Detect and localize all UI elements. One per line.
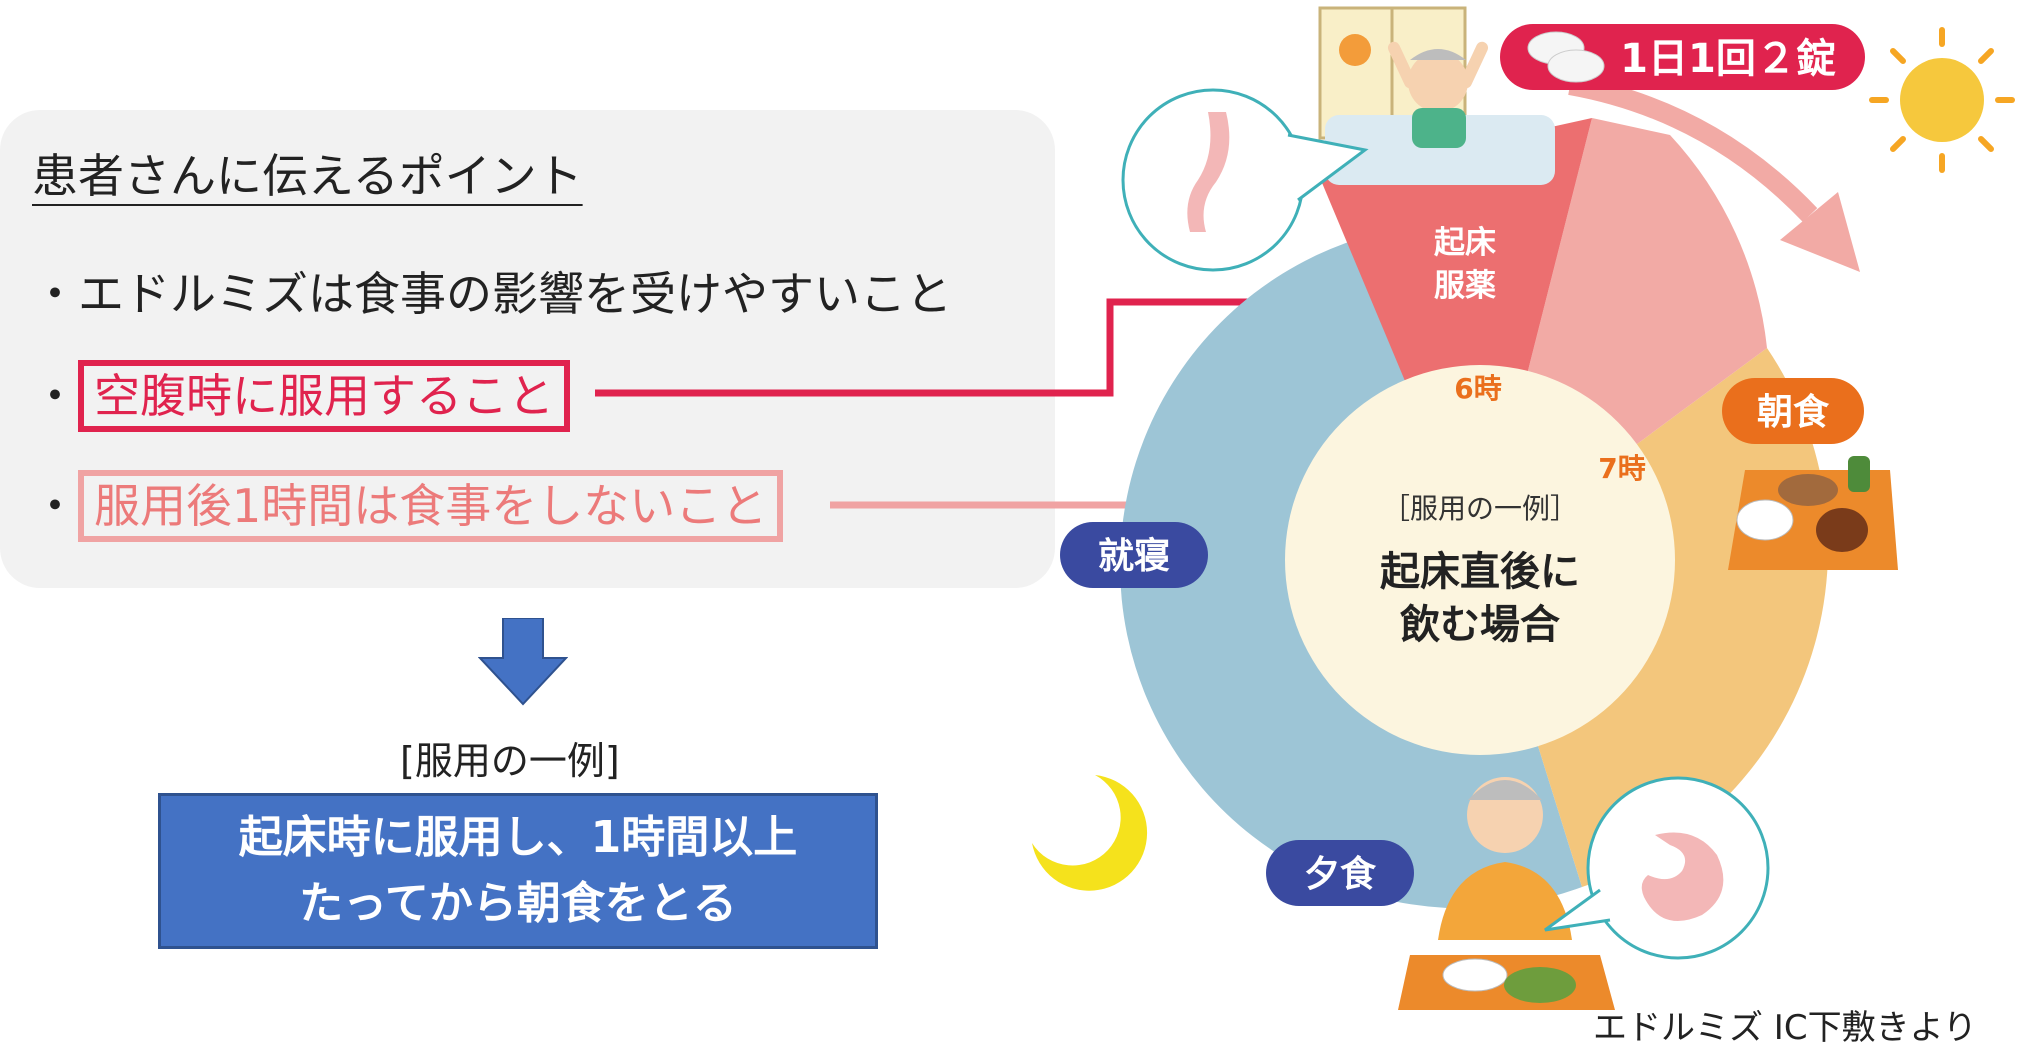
dinner-label: 夕食 xyxy=(1304,854,1377,895)
center-caption: ［服用の一例］ xyxy=(1382,492,1578,525)
time-7-label: 7時 xyxy=(1598,452,1645,485)
wake-dose-segment xyxy=(1320,118,1592,560)
point-food-effect-text: エドルミズは食事の影響を受けやすいこと xyxy=(78,267,952,321)
tablet-icon xyxy=(1547,49,1605,83)
bullet: ・ xyxy=(32,267,78,321)
breakfast-tray-illustration xyxy=(1728,456,1898,570)
center-title-line-1: 起床直後に xyxy=(1380,549,1580,595)
point-empty-stomach-text: 空腹時に服用すること xyxy=(78,360,570,432)
time-6-label: 6時 xyxy=(1454,372,1501,405)
waking-person-illustration xyxy=(1318,6,1555,185)
points-heading: 患者さんに伝えるポイント xyxy=(32,149,583,203)
conclusion-line-1: 起床時に服用し、1時間以上 xyxy=(238,812,798,863)
point-no-meal-hour: ・服用後1時間は食事をしないこと xyxy=(32,470,784,542)
example-label: [服用の一例] xyxy=(400,739,620,783)
stomach-icon xyxy=(1641,832,1724,921)
bedtime-label-pill xyxy=(1060,522,1208,588)
wake-dose-label-line-2: 服薬 xyxy=(1434,268,1496,304)
stomach-icon xyxy=(1187,112,1230,232)
time-flow-arrow xyxy=(1568,75,1818,222)
full-stomach-bubble xyxy=(1544,776,1770,960)
moon-icon xyxy=(1032,775,1148,891)
source-credit: エドルミズ IC下敷きより xyxy=(1593,1008,1977,1048)
dinner-person-illustration xyxy=(1398,777,1615,1010)
time-flow-arrowhead xyxy=(1780,192,1860,272)
conclusion-line-2: たってから朝食をとる xyxy=(299,878,737,929)
conclusion-box: 起床時に服用し、1時間以上 たってから朝食をとる xyxy=(158,793,878,949)
wake-dose-label-line-1: 起床 xyxy=(1434,225,1496,261)
sun-icon xyxy=(1869,27,2015,173)
breakfast-label: 朝食 xyxy=(1757,392,1830,433)
breakfast-label-pill xyxy=(1722,378,1864,444)
down-arrow-icon xyxy=(478,618,568,706)
point-food-effect: ・エドルミズは食事の影響を受けやすいこと xyxy=(32,258,952,324)
bullet: ・ xyxy=(32,369,78,423)
point-no-meal-hour-text: 服用後1時間は食事をしないこと xyxy=(78,470,784,542)
dinner-label-pill xyxy=(1266,840,1414,906)
center-title-line-2: 飲む場合 xyxy=(1400,602,1560,648)
center-disc xyxy=(1285,365,1675,755)
bedtime-label: 就寝 xyxy=(1098,535,1170,577)
bullet: ・ xyxy=(32,479,78,533)
point-empty-stomach: ・空腹時に服用すること xyxy=(32,360,570,432)
dose-badge-text: 1日1回２錠 xyxy=(1620,36,1836,82)
empty-stomach-bubble xyxy=(1121,88,1369,272)
